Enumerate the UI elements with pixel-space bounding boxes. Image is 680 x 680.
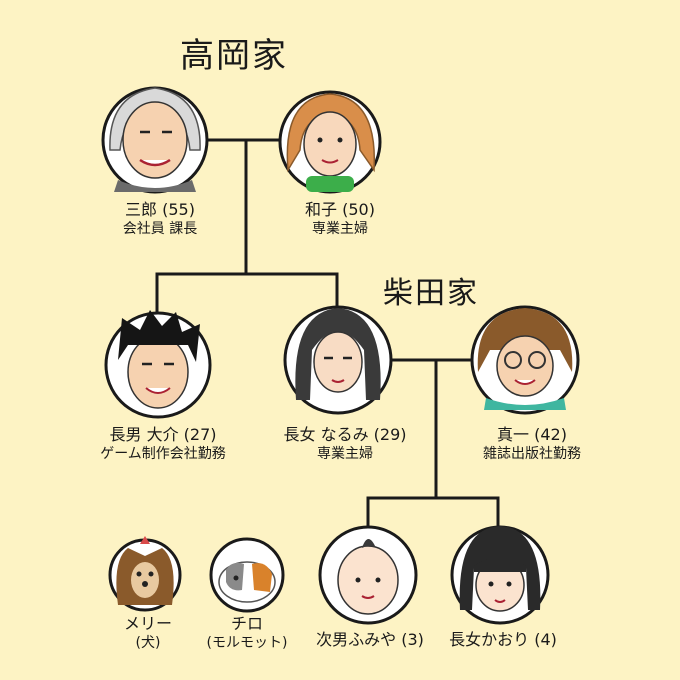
son-in-law-portrait <box>470 305 580 415</box>
member-role: (モルモット) <box>206 635 288 651</box>
member-name: 長女かおり (4) <box>449 630 557 649</box>
member-name: 和子 (50) <box>305 200 375 219</box>
member-kaori: 長女かおり (4) <box>449 630 557 650</box>
member-name: 長男 大介 (27) <box>109 425 217 444</box>
member-name: 長女 なるみ (29) <box>283 425 407 444</box>
member-saburo: 三郎 (55) 会社員 課長 <box>123 200 197 238</box>
member-name: メリー <box>123 614 173 633</box>
dog-portrait <box>108 536 182 612</box>
son-portrait <box>104 310 212 419</box>
member-shinichi: 真一 (42) 雑誌出版社勤務 <box>483 425 581 463</box>
member-fumiya: 次男ふみや (3) <box>316 630 424 650</box>
member-role: ゲーム制作会社勤務 <box>100 446 226 462</box>
member-name: 三郎 (55) <box>125 200 195 219</box>
member-name: チロ <box>230 614 263 633</box>
gray-haired-father-portrait <box>101 86 209 194</box>
member-name: 真一 (42) <box>497 425 567 444</box>
member-kazuko: 和子 (50) 専業主婦 <box>305 200 375 238</box>
member-role: 雑誌出版社勤務 <box>483 446 581 462</box>
member-narumi: 長女 なるみ (29) 専業主婦 <box>283 425 406 463</box>
member-chiro: チロ (モルモット) <box>207 614 288 652</box>
member-name: 次男ふみや (3) <box>316 630 424 649</box>
family-title-takaoka: 高岡家 <box>180 36 288 76</box>
guinea-pig-portrait <box>209 537 285 613</box>
mother-portrait <box>278 90 382 194</box>
connector-lines <box>155 138 500 532</box>
family-title-shibata: 柴田家 <box>383 276 479 311</box>
baby-boy-portrait <box>318 525 418 625</box>
member-role: 専業主婦 <box>317 446 373 462</box>
member-merry: メリー (犬) <box>124 614 172 652</box>
member-role: 専業主婦 <box>312 221 368 237</box>
member-role: (犬) <box>135 635 161 651</box>
member-role: 会社員 課長 <box>122 221 198 237</box>
daughter-portrait <box>283 305 393 415</box>
member-daisuke: 長男 大介 (27) ゲーム制作会社勤務 <box>100 425 226 463</box>
girl-portrait <box>450 525 550 625</box>
